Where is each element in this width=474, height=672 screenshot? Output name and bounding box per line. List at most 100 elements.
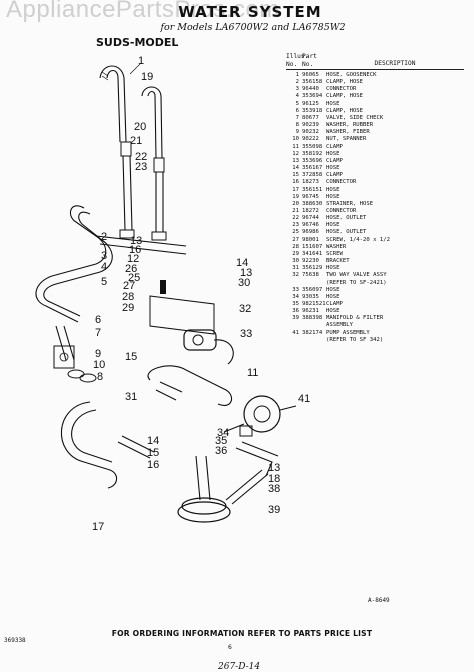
row-part-number: 90232 <box>302 129 319 136</box>
row-description: HOSE <box>326 193 340 200</box>
row-part-number <box>302 280 326 287</box>
callout-4: 4 <box>101 261 107 273</box>
row-illus-number: 21 <box>292 207 299 214</box>
row-illus-number: 15 <box>292 172 299 179</box>
callout-7: 7 <box>95 327 101 339</box>
hose-left-loop <box>35 205 187 323</box>
row-illus-number: 17 <box>292 186 299 193</box>
row-illus-number <box>286 280 302 287</box>
row-description: PUMP ASSEMBLY <box>326 329 370 336</box>
col-part-header: Part No. <box>302 53 317 68</box>
row-description: (REFER TO SF 342) <box>326 336 384 343</box>
row-illus-number: 30 <box>292 258 299 265</box>
row-illus-number: 3 <box>295 86 299 93</box>
strainer-connector-right <box>151 157 167 241</box>
row-part-number: 18273 <box>302 179 319 186</box>
callout-35: 35 <box>215 435 227 447</box>
row-description: HOSE <box>326 186 340 193</box>
callout-19: 19 <box>141 71 153 83</box>
row-illus-number: 28 <box>292 243 299 250</box>
model-subtitle: for Models LA6700W2 and LA6785W2 <box>160 22 346 33</box>
exploded-parts-diagram: 1 19 20 21 22 23 2 3 4 5 13 16 12 26 25 … <box>35 55 310 533</box>
row-part-number: 356097 <box>302 286 323 293</box>
row-description: HOSE, OUTLET <box>326 215 367 222</box>
parts-row: ASSEMBLY <box>286 322 464 329</box>
document-code: 369338 <box>4 637 26 644</box>
watermark: AppliancePartsPros.com <box>6 0 280 23</box>
row-part-number: 355098 <box>302 143 323 150</box>
row-part-number: 93035 <box>302 293 319 300</box>
row-illus-number: 35 <box>292 301 299 307</box>
row-description: HOSE <box>326 150 340 157</box>
row-description: TWO WAY VALVE ASSY <box>326 272 387 279</box>
row-illus-number: 7 <box>295 114 299 121</box>
row-illus-number: 41 <box>292 329 299 336</box>
callout-8: 8 <box>97 371 103 383</box>
manifold-filter <box>177 455 269 523</box>
row-illus-number: 39 <box>292 315 299 322</box>
row-illus-number: 11 <box>292 143 299 150</box>
ordering-footer: FOR ORDERING INFORMATION REFER TO PARTS … <box>111 629 373 638</box>
row-description: WASHER, RUBBER <box>326 122 374 129</box>
row-part-number: 372858 <box>302 172 323 179</box>
callout-13-a: 13 <box>130 235 142 247</box>
callout-1: 1 <box>138 55 144 67</box>
callout-9: 9 <box>95 348 101 360</box>
callout-13-b: 13 <box>240 267 252 279</box>
row-illus-number: 36 <box>292 308 299 315</box>
row-part-number: 96746 <box>302 222 319 229</box>
page-number: 6 <box>228 644 232 651</box>
callout-30: 30 <box>238 277 250 289</box>
row-description: CLAMP, HOSE <box>326 79 364 86</box>
diagram-code: A-8649 <box>368 597 390 604</box>
row-description: CLAMP <box>326 172 343 179</box>
row-part-number <box>302 337 326 344</box>
row-description: HOSE <box>326 286 340 293</box>
row-description: CLAMP, HOSE <box>326 107 364 114</box>
row-illus-number: 1 <box>295 72 299 78</box>
callout-14-a: 14 <box>236 257 248 269</box>
row-illus-number: 9 <box>295 129 299 136</box>
row-description: (REFER TO SF-2421) <box>326 279 387 286</box>
row-part-number: 356158 <box>302 79 323 86</box>
row-part-number: 341641 <box>302 250 323 257</box>
callout-33: 33 <box>240 328 252 340</box>
row-illus-number: 31 <box>292 265 299 272</box>
callout-15-a: 15 <box>125 351 137 363</box>
callout-10: 10 <box>93 359 105 371</box>
row-description: BRACKET <box>326 258 350 265</box>
callout-21: 21 <box>130 135 142 147</box>
callout-32: 32 <box>239 303 251 315</box>
row-description: HOSE <box>326 100 340 107</box>
row-illus-number: 19 <box>292 193 299 200</box>
row-illus-number: 25 <box>292 229 299 236</box>
row-part-number: 356167 <box>302 165 323 172</box>
callout-31: 31 <box>125 391 137 403</box>
row-description: STRAINER, HOSE <box>326 200 374 207</box>
row-part-number: 382174 <box>302 329 323 336</box>
row-part-number: 353918 <box>302 107 323 114</box>
